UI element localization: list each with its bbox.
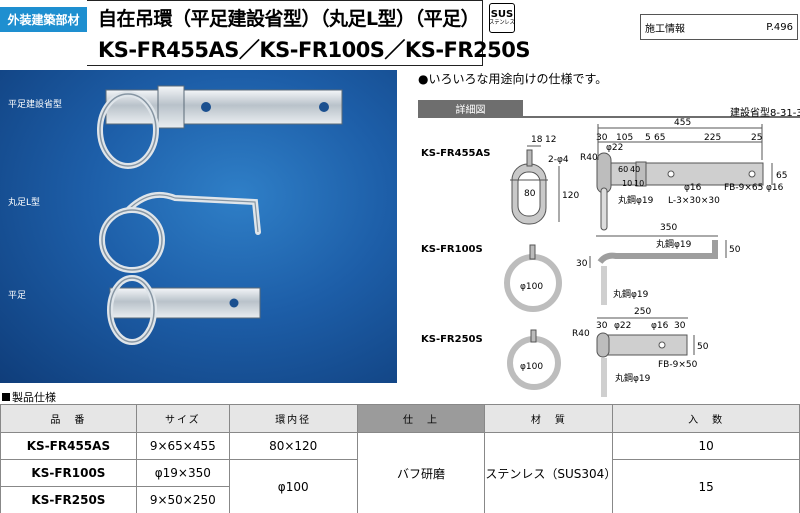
photo-label-flat-foot: 平足 — [8, 291, 27, 301]
dim-30: 30 — [596, 133, 608, 143]
dim-phi100: φ100 — [520, 282, 543, 292]
title-frame — [87, 0, 483, 66]
dim-r40: R40 — [580, 153, 598, 163]
dim-50: 50 — [729, 245, 741, 255]
dim-80: 80 — [524, 189, 536, 199]
cell-finish: バフ研磨 — [356, 432, 486, 513]
drawing-fr250s-labels: 250 R40 30 φ22 φ16 30 50 φ100 FB-9×50 丸鋼… — [520, 307, 709, 384]
dim-65-height: 65 — [776, 171, 787, 181]
dim-120: 120 — [562, 191, 579, 201]
table-row: KS-FR250S 9×50×250 — [0, 486, 800, 513]
cell-qty: 15 — [612, 459, 800, 513]
dim-250: 250 — [634, 307, 651, 317]
drawing-fr250s — [507, 317, 695, 397]
model-label-fr250s: KS-FR250S — [421, 334, 483, 345]
dim-12: 12 — [545, 135, 556, 145]
standard-code: 建設省型8-31-3 — [730, 108, 800, 119]
dim-50: 50 — [697, 342, 709, 352]
dim-350: 350 — [660, 223, 677, 233]
spec-heading-square-icon — [2, 393, 10, 401]
cell-inner: φ100 — [228, 459, 358, 513]
dim-18: 18 — [531, 135, 543, 145]
photo-item-flat-foot — [107, 275, 261, 345]
dim-40: 40 — [630, 165, 640, 174]
cell-inner: 80×120 — [228, 432, 358, 460]
dim-phi100: φ100 — [520, 362, 543, 372]
cell-size: φ19×350 — [135, 459, 230, 487]
dim-10b: 10 — [634, 179, 644, 188]
cell-size: 9×65×455 — [135, 432, 230, 460]
drawing-fr100s — [504, 235, 727, 312]
dim-60: 60 — [618, 165, 628, 174]
dim-fb-9x50: FB-9×50 — [658, 360, 698, 370]
material-badge-line2: ステンレス — [489, 19, 515, 26]
model-label-fr455as: KS-FR455AS — [421, 148, 491, 159]
col-quantity: 入 数 — [612, 404, 800, 433]
dim-round-bar-phi19-top: 丸鋼φ19 — [656, 238, 692, 250]
dim-5: 5 — [645, 133, 651, 143]
category-tag: 外装建築部材 — [0, 7, 87, 32]
col-finish: 仕 上 — [356, 404, 486, 433]
col-inner-diameter: 環内径 — [228, 404, 358, 433]
material-badge: SUS ステンレス — [489, 3, 515, 33]
model-label-fr100s: KS-FR100S — [421, 244, 483, 255]
dim-455: 455 — [674, 118, 691, 128]
dim-105: 105 — [616, 133, 633, 143]
dim-phi16-b: φ16 — [766, 183, 784, 193]
cell-material: ステンレス（SUS304） — [484, 432, 616, 513]
construction-info-box: 施工情報 P.496 — [640, 14, 798, 40]
detail-drawing-tab[interactable]: 詳細図 — [418, 100, 523, 116]
detail-divider — [418, 116, 800, 118]
photo-item-flat-foot-ministry — [97, 85, 343, 169]
cell-model: KS-FR100S — [0, 459, 137, 487]
table-row: KS-FR100S φ19×350 φ100 15 — [0, 459, 800, 513]
dim-30-left: 30 — [596, 321, 608, 331]
dim-65: 65 — [654, 133, 665, 143]
cell-model: KS-FR250S — [0, 486, 137, 513]
dim-phi16: φ16 — [651, 321, 669, 331]
cell-model: KS-FR455AS — [0, 432, 137, 460]
spec-heading-text: 製品仕様 — [12, 391, 56, 404]
page-reference[interactable]: P.496 — [766, 21, 793, 33]
photo-label-flat-foot-ministry: 平足建設省型 — [8, 100, 63, 110]
dim-2phi4: 2-φ4 — [548, 155, 569, 165]
drawing-fr100s-labels: 350 丸鋼φ19 50 30 φ100 丸鋼φ19 — [520, 223, 741, 300]
cell-size: 9×50×250 — [135, 486, 230, 513]
material-badge-line1: SUS — [490, 9, 514, 20]
spec-heading: 製品仕様 — [2, 389, 56, 405]
dim-25: 25 — [751, 133, 762, 143]
page-subtitle-models: KS-FR455AS／KS-FR100S／KS-FR250S — [98, 38, 531, 62]
dim-10a: 10 — [622, 179, 632, 188]
dim-30: 30 — [576, 259, 588, 269]
product-photo: 平足建設省型 丸足L型 平足 — [0, 70, 397, 383]
product-photo-drawing — [97, 85, 343, 345]
dim-30-right: 30 — [674, 321, 686, 331]
photo-label-round-foot-l: 丸足L型 — [8, 198, 41, 208]
page-title: 自在吊環（平足建設省型）（丸足L型）（平足） — [98, 8, 480, 30]
intro-text: ●いろいろな用途向けの仕様です。 — [418, 72, 608, 86]
dim-r40: R40 — [572, 329, 590, 339]
table-row: KS-FR455AS 9×65×455 80×120 バフ研磨 ステンレス（SU… — [0, 432, 800, 513]
dim-225: 225 — [704, 133, 721, 143]
dim-l-3x30x30: L-3×30×30 — [668, 196, 720, 206]
dim-fb-9x65: FB-9×65 — [724, 183, 763, 193]
dim-round-bar-phi19: 丸鋼φ19 — [618, 194, 654, 206]
spec-table: 品 番 サイズ 環内径 仕 上 材 質 入 数 KS-FR455AS 9×65×… — [0, 404, 800, 513]
dim-phi22: φ22 — [614, 321, 631, 331]
col-material: 材 質 — [484, 404, 614, 433]
col-size: サイズ — [135, 404, 230, 433]
photo-item-round-foot-l — [99, 192, 261, 273]
dim-round-bar-phi19: 丸鋼φ19 — [615, 372, 651, 384]
drawing-fr455as-labels: 455 18 12 30 105 5 65 225 25 φ22 R40 2-φ… — [524, 118, 787, 206]
construction-info-label: 施工情報 — [645, 23, 685, 35]
dim-phi16-a: φ16 — [684, 183, 702, 193]
dim-round-bar-phi19-bottom: 丸鋼φ19 — [613, 288, 649, 300]
col-model: 品 番 — [0, 404, 137, 433]
drawing-fr455as — [510, 124, 773, 231]
cell-qty: 10 — [612, 432, 800, 460]
dim-phi22: φ22 — [606, 143, 623, 153]
spec-header-row: 品 番 サイズ 環内径 仕 上 材 質 入 数 — [0, 404, 800, 433]
